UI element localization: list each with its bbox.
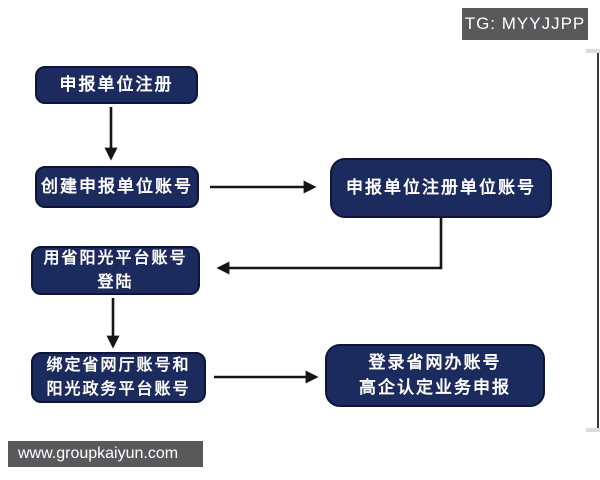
node-create-account-label: 创建申报单位账号: [41, 176, 193, 196]
node-declare-business: 登录省网办账号 高企认定业务申报: [325, 344, 545, 407]
node-sunshine-login-line1: 用省阳光平台账号: [43, 250, 188, 268]
frame-edge-cap-top: [586, 49, 600, 53]
node-create-account: 创建申报单位账号: [35, 166, 199, 208]
arrow-unit-account-to-sunshine-login: [216, 218, 443, 275]
node-register-label: 申报单位注册: [59, 74, 174, 94]
watermark-badge: www.groupkaiyun.com: [8, 441, 203, 467]
frame-edge-line: [597, 53, 599, 428]
node-bind-accounts-line1: 绑定省网厅账号和: [46, 357, 191, 375]
node-unit-account-label: 申报单位注册单位账号: [346, 177, 536, 197]
frame-edge-cap-bottom: [586, 428, 600, 432]
telegram-badge: TG: MYYJJPP: [462, 8, 588, 40]
node-declare-business-line1: 登录省网办账号: [368, 352, 502, 372]
node-bind-accounts-line2: 阳光政务平台账号: [46, 380, 191, 398]
telegram-badge-label: TG: MYYJJPP: [464, 14, 586, 33]
node-sunshine-login: 用省阳光平台账号 登陆: [31, 246, 200, 295]
watermark-label: www.groupkaiyun.com: [18, 445, 179, 462]
node-sunshine-login-line2: 登陆: [97, 273, 134, 291]
node-declare-business-line2: 高企认定业务申报: [359, 377, 511, 397]
node-unit-account: 申报单位注册单位账号: [330, 158, 552, 218]
node-register: 申报单位注册: [35, 66, 198, 104]
node-bind-accounts: 绑定省网厅账号和 阳光政务平台账号: [31, 352, 206, 403]
